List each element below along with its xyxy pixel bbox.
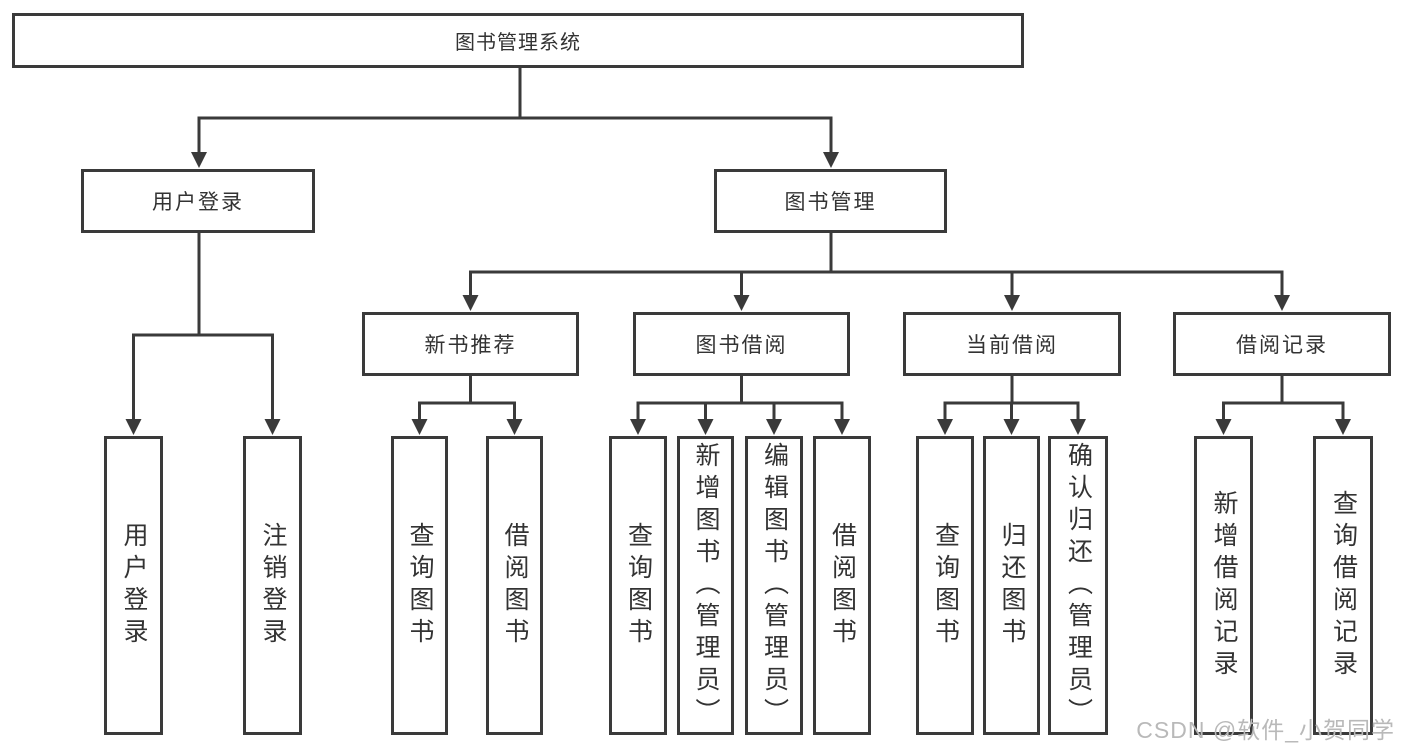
- leaf-query-books-current: 查询图书: [916, 436, 974, 735]
- node-label: 注销登录: [259, 521, 287, 650]
- node-label: 借阅图书: [828, 521, 857, 650]
- connector-root-to-level2: [191, 66, 839, 168]
- leaf-query-borrow-record: 查询借阅记录: [1313, 436, 1373, 735]
- node-label: 查询借阅记录: [1329, 489, 1358, 682]
- node-label: 借阅记录: [1236, 334, 1328, 357]
- node-label: 新书推荐: [424, 334, 517, 357]
- node-label: 用户登录: [152, 191, 244, 214]
- node-label: 查询图书: [406, 521, 434, 650]
- leaf-add-borrow-record: 新增借阅记录: [1194, 436, 1253, 735]
- node-user-login: 用户登录: [81, 169, 315, 233]
- connector-newbook-to-leaves: [411, 374, 523, 435]
- leaf-borrow-books: 借阅图书: [813, 436, 871, 735]
- connector-current-to-leaves: [937, 374, 1086, 435]
- node-label: 当前借阅: [966, 334, 1058, 357]
- leaf-query-books-recommend: 查询图书: [391, 436, 448, 735]
- connector-bookmgmt-to-level3: [462, 231, 1290, 311]
- node-label: 图书管理: [784, 191, 877, 214]
- node-label: 确认归还（管理员）: [1064, 441, 1093, 730]
- node-current-borrowing: 当前借阅: [903, 312, 1121, 376]
- node-label: 用户登录: [120, 521, 148, 650]
- connector-userlogin-to-leaves: [125, 231, 281, 435]
- node-label: 借阅图书: [501, 521, 529, 650]
- leaf-borrow-books-recommend: 借阅图书: [486, 436, 543, 735]
- node-book-management: 图书管理: [714, 169, 947, 233]
- csdn-watermark: CSDN @软件_小贺同学: [1136, 717, 1395, 743]
- node-label: 归还图书: [998, 521, 1026, 650]
- leaf-query-books-borrow: 查询图书: [609, 436, 667, 735]
- node-label: 查询图书: [931, 521, 960, 650]
- leaf-logout: 注销登录: [243, 436, 302, 735]
- node-book-borrowing: 图书借阅: [633, 312, 850, 376]
- connector-borrow-to-leaves: [630, 374, 850, 435]
- node-label: 查询图书: [624, 521, 653, 650]
- node-label: 编辑图书（管理员）: [760, 441, 789, 730]
- leaf-return-books: 归还图书: [983, 436, 1040, 735]
- node-root-library-system: 图书管理系统: [12, 13, 1024, 68]
- node-label: 图书管理系统: [455, 32, 581, 54]
- leaf-confirm-return-admin: 确认归还（管理员）: [1048, 436, 1108, 735]
- node-label: 新增图书（管理员）: [692, 441, 720, 730]
- connector-records-to-leaves: [1215, 374, 1351, 435]
- leaf-user-login: 用户登录: [104, 436, 163, 735]
- node-borrowing-records: 借阅记录: [1173, 312, 1391, 376]
- node-new-book-recommendation: 新书推荐: [362, 312, 579, 376]
- leaf-edit-books-admin: 编辑图书（管理员）: [745, 436, 803, 735]
- node-label: 新增借阅记录: [1210, 489, 1238, 682]
- node-label: 图书借阅: [695, 334, 788, 357]
- leaf-add-books-admin: 新增图书（管理员）: [677, 436, 734, 735]
